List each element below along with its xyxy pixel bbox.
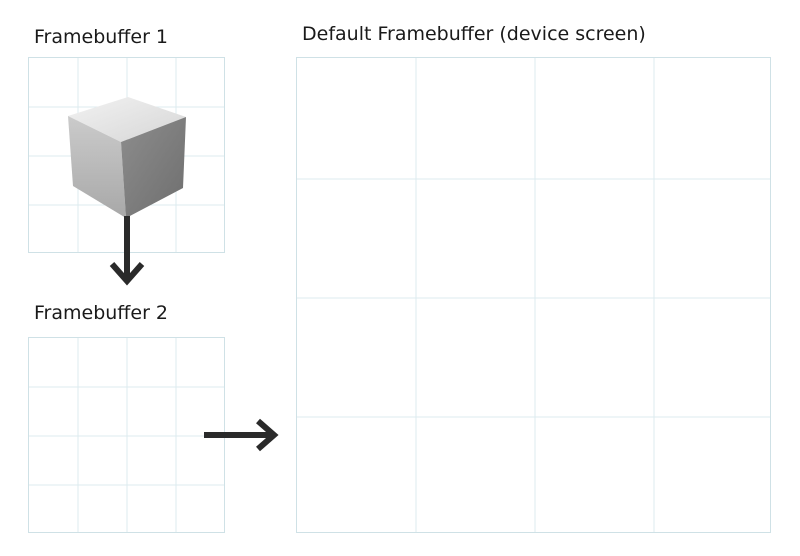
framebuffer-1-label: Framebuffer 1 xyxy=(34,26,169,48)
framebuffer-2-grid xyxy=(29,338,224,532)
default-framebuffer-label: Default Framebuffer (device screen) xyxy=(302,23,646,45)
framebuffer-2-panel xyxy=(28,337,225,533)
framebuffer-1-grid xyxy=(29,58,224,252)
default-framebuffer-grid xyxy=(297,58,770,532)
framebuffer-1-panel xyxy=(28,57,225,253)
framebuffer-2-label: Framebuffer 2 xyxy=(34,302,169,324)
default-framebuffer-panel xyxy=(296,57,771,533)
